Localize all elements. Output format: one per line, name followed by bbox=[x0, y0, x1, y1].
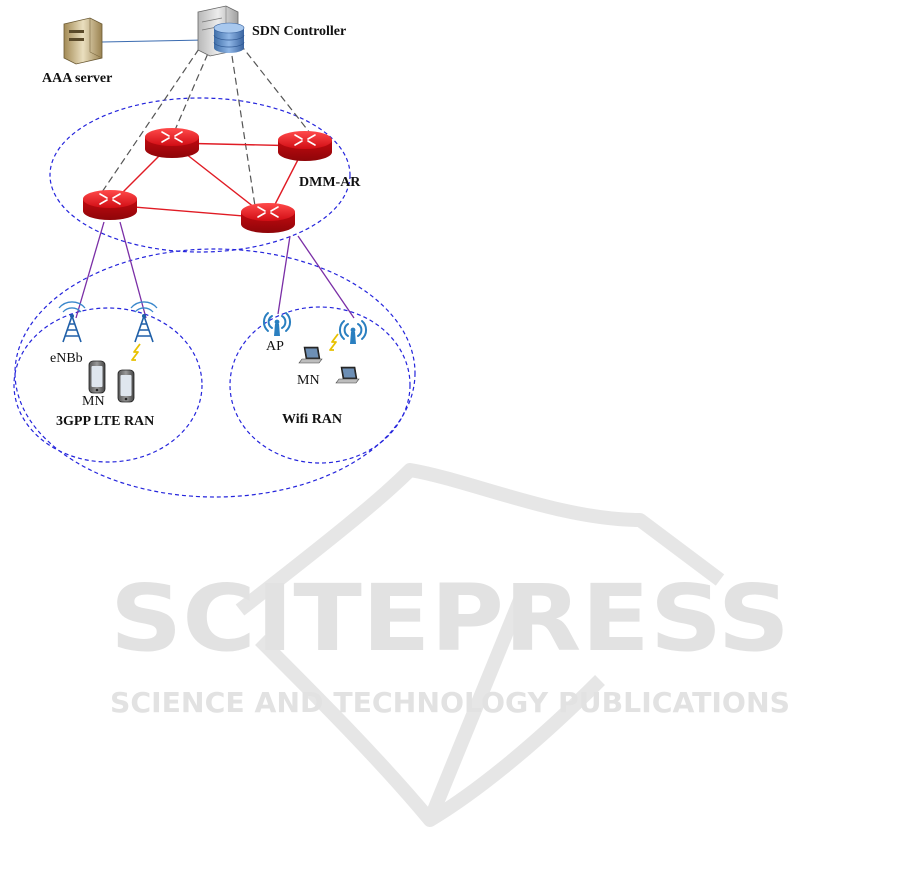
sdn-controller-node: SDN Controller bbox=[198, 6, 346, 56]
link-router-ap1 bbox=[278, 236, 290, 314]
control-link-router-top bbox=[175, 44, 212, 130]
cell-tower-icon bbox=[131, 302, 157, 342]
router-icon bbox=[83, 190, 137, 220]
aaa-server-node: AAA server bbox=[42, 18, 112, 86]
wireless-signal-icon bbox=[330, 334, 338, 350]
wifi-ran-ellipse bbox=[230, 307, 410, 463]
router-icon bbox=[278, 131, 332, 161]
lte-ran-label: 3GPP LTE RAN bbox=[56, 414, 154, 429]
dmm-ar-label: DMM-AR bbox=[299, 175, 361, 190]
lte-ran-ellipse bbox=[14, 308, 202, 462]
enb-label: eNBb bbox=[50, 351, 83, 366]
watermark-sub-text: SCIENCE AND TECHNOLOGY PUBLICATIONS bbox=[110, 686, 790, 719]
control-link-router-right bbox=[240, 44, 310, 133]
database-icon bbox=[214, 23, 244, 53]
link-router-ap2 bbox=[298, 236, 354, 318]
control-links bbox=[100, 40, 310, 206]
phone-icon bbox=[118, 370, 134, 402]
domain-ellipses bbox=[14, 98, 415, 497]
laptop-icon bbox=[299, 347, 322, 363]
wifi-antenna-icon bbox=[340, 321, 366, 344]
access-links bbox=[76, 222, 354, 318]
mn-lte-label: MN bbox=[82, 394, 105, 409]
phone-icon bbox=[89, 361, 105, 393]
sdn-controller-label: SDN Controller bbox=[252, 24, 346, 39]
router-icon bbox=[145, 128, 199, 158]
aaa-server-label: AAA server bbox=[42, 71, 112, 86]
laptop-icon bbox=[336, 367, 359, 383]
server-icon bbox=[64, 18, 102, 64]
mn-wifi-label: MN bbox=[297, 373, 320, 388]
ap-label: AP bbox=[266, 339, 284, 354]
wifi-ran-group: AP MN Wifi RAN bbox=[264, 313, 366, 427]
lte-ran-group: eNBb MN 3GPP LTE RAN bbox=[50, 302, 157, 429]
control-link-router-left bbox=[100, 40, 205, 195]
watermark-main-text: SCITEPRESS bbox=[110, 565, 790, 672]
link-router-enb2 bbox=[120, 222, 146, 318]
cell-tower-icon bbox=[59, 302, 85, 342]
aaa-controller-link bbox=[102, 40, 205, 42]
router-icon bbox=[241, 203, 295, 233]
control-link-router-bottom bbox=[232, 56, 255, 206]
wireless-signal-icon bbox=[132, 344, 140, 360]
wifi-ran-label: Wifi RAN bbox=[282, 412, 342, 427]
watermark: SCITEPRESS SCIENCE AND TECHNOLOGY PUBLIC… bbox=[110, 470, 790, 820]
